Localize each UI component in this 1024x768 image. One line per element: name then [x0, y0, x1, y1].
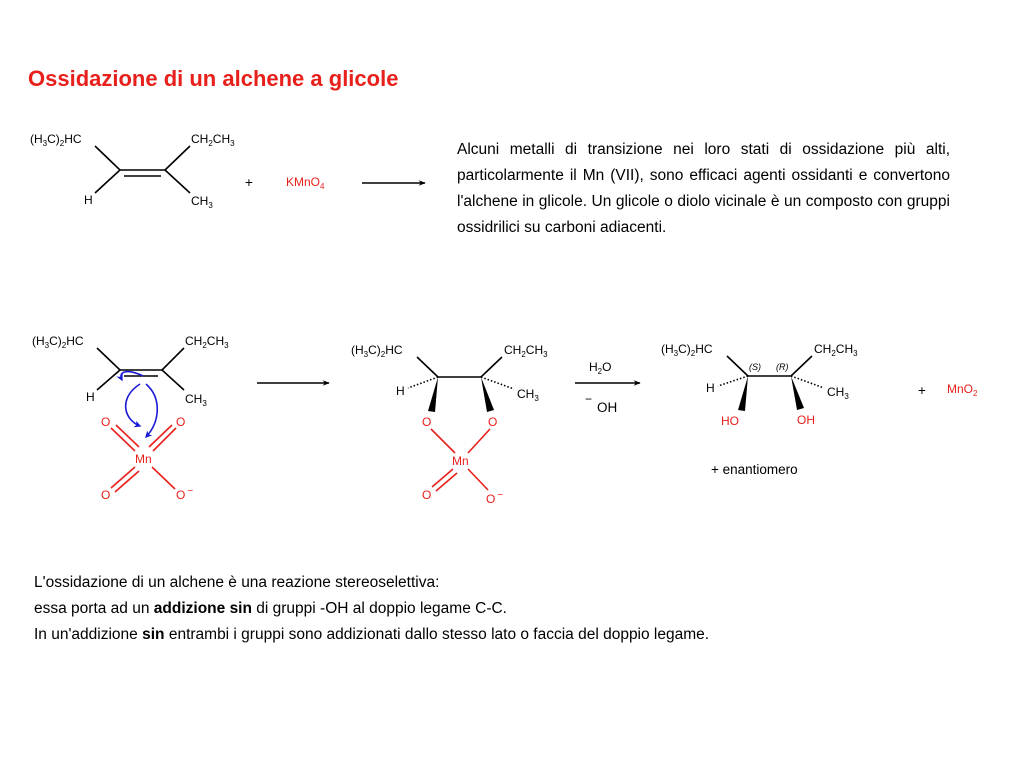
wedge-bond: [481, 377, 494, 412]
hydrogen-label: H: [396, 384, 405, 398]
kmno4-reagent-label: KMnO4: [286, 175, 325, 191]
bond-line: [480, 356, 503, 378]
oxygen-label: O: [422, 415, 431, 429]
glycol-product: (H3C)2HC CH2CH3 (S) (R) H CH3 HO OH: [661, 342, 858, 428]
mn-o-double-bond: [148, 424, 173, 448]
hashed-bond: [407, 376, 439, 389]
hydroxide-charge-label: −: [585, 392, 592, 406]
electron-arrow: [145, 383, 158, 439]
mn-o-single-bond: [467, 468, 489, 491]
electron-arrow: [116, 370, 144, 382]
page-title: Ossidazione di un alchene a glicole: [28, 66, 399, 91]
hydrogen-label: H: [84, 193, 93, 207]
footer-text: L'ossidazione di un alchene è una reazio…: [34, 570, 709, 648]
wedge-bond: [738, 376, 748, 411]
bond-line: [164, 169, 191, 194]
methyl-group-label: CH3: [517, 387, 539, 403]
isopropyl-group-label: (H3C)2HC: [30, 132, 82, 148]
plus-sign: +: [245, 175, 253, 190]
bold-term: sin: [142, 626, 165, 643]
mn-o-single-bond: [467, 428, 491, 454]
ethyl-group-label: CH2CH3: [191, 132, 235, 148]
bond-line: [726, 355, 749, 377]
hashed-bond: [717, 375, 749, 387]
mn-o-single-bond: [151, 466, 176, 490]
isopropyl-group-label: (H3C)2HC: [661, 342, 713, 358]
hydrogen-label: H: [86, 390, 95, 404]
bond-line: [96, 347, 121, 371]
stereocenter-s-label: (S): [749, 362, 761, 372]
ethyl-group-label: CH2CH3: [504, 343, 548, 359]
bold-term: addizione sin: [153, 600, 252, 617]
oxygen-label: O: [176, 415, 185, 429]
methyl-group-label: CH3: [191, 194, 213, 210]
hydrogen-label: H: [706, 381, 715, 395]
mn-o-double-bond: [152, 427, 177, 452]
footer-line: L'ossidazione di un alchene è una reazio…: [34, 574, 440, 591]
oxygen-label: O: [422, 488, 431, 502]
oxygen-label: O: [488, 415, 497, 429]
enantiomer-note: + enantiomero: [711, 462, 798, 477]
water-label: H2O: [589, 360, 611, 376]
manganese-label: Mn: [135, 452, 152, 466]
manganese-label: Mn: [452, 454, 469, 468]
wedge-bond: [428, 377, 438, 412]
electron-arrow: [124, 383, 142, 428]
methyl-group-label: CH3: [827, 385, 849, 401]
mn-o-double-bond: [110, 466, 136, 489]
bond-line: [161, 347, 185, 371]
bond-line: [94, 169, 121, 194]
plus-sign: +: [918, 383, 926, 398]
hashed-bond: [790, 375, 825, 389]
isopropyl-group-label: (H3C)2HC: [32, 334, 84, 350]
ethyl-group-label: CH2CH3: [814, 342, 858, 358]
oxygen-label: O: [101, 488, 110, 502]
oxide-anion-label: O−: [486, 490, 503, 506]
bond-line: [416, 356, 439, 378]
hydroxide-label: OH: [597, 400, 617, 415]
bond-line: [164, 145, 191, 171]
ethyl-group-label: CH2CH3: [185, 334, 229, 350]
mno2-byproduct-label: MnO2: [947, 382, 978, 398]
hydroxyl-label: HO: [721, 414, 739, 428]
stereocenter-r-label: (R): [776, 362, 789, 372]
footer-line: essa porta ad un addizione sin di gruppi…: [34, 600, 507, 617]
hydroxyl-label: OH: [797, 413, 815, 427]
footer-line: In un'addizione sin entrambi i gruppi so…: [34, 626, 710, 643]
mn-o-double-bond: [431, 468, 454, 488]
bond-line: [96, 369, 121, 391]
mn-o-double-bond: [114, 470, 140, 493]
hashed-bond: [480, 376, 515, 390]
wedge-bond: [791, 376, 804, 410]
methyl-group-label: CH3: [185, 392, 207, 408]
alkene-reactant: (H3C)2HC CH2CH3 H CH3: [30, 132, 235, 210]
description-paragraph: Alcuni metalli di transizione nei loro s…: [457, 141, 950, 236]
mn-o-single-bond: [430, 428, 456, 454]
oxide-anion-label: O−: [176, 486, 193, 502]
isopropyl-group-label: (H3C)2HC: [351, 343, 403, 359]
bond-line: [790, 355, 813, 377]
alkene-mno4-complex: (H3C)2HC CH2CH3 H CH3 O O Mn O O−: [32, 334, 229, 502]
bond-line: [161, 369, 185, 391]
mn-o-double-bond: [435, 472, 458, 492]
mn-o-double-bond: [115, 424, 140, 448]
mn-o-double-bond: [110, 427, 136, 452]
oxygen-label: O: [101, 415, 110, 429]
cyclic-manganate-ester: (H3C)2HC CH2CH3 H CH3 O O Mn O O−: [351, 343, 548, 506]
bond-line: [94, 145, 121, 171]
